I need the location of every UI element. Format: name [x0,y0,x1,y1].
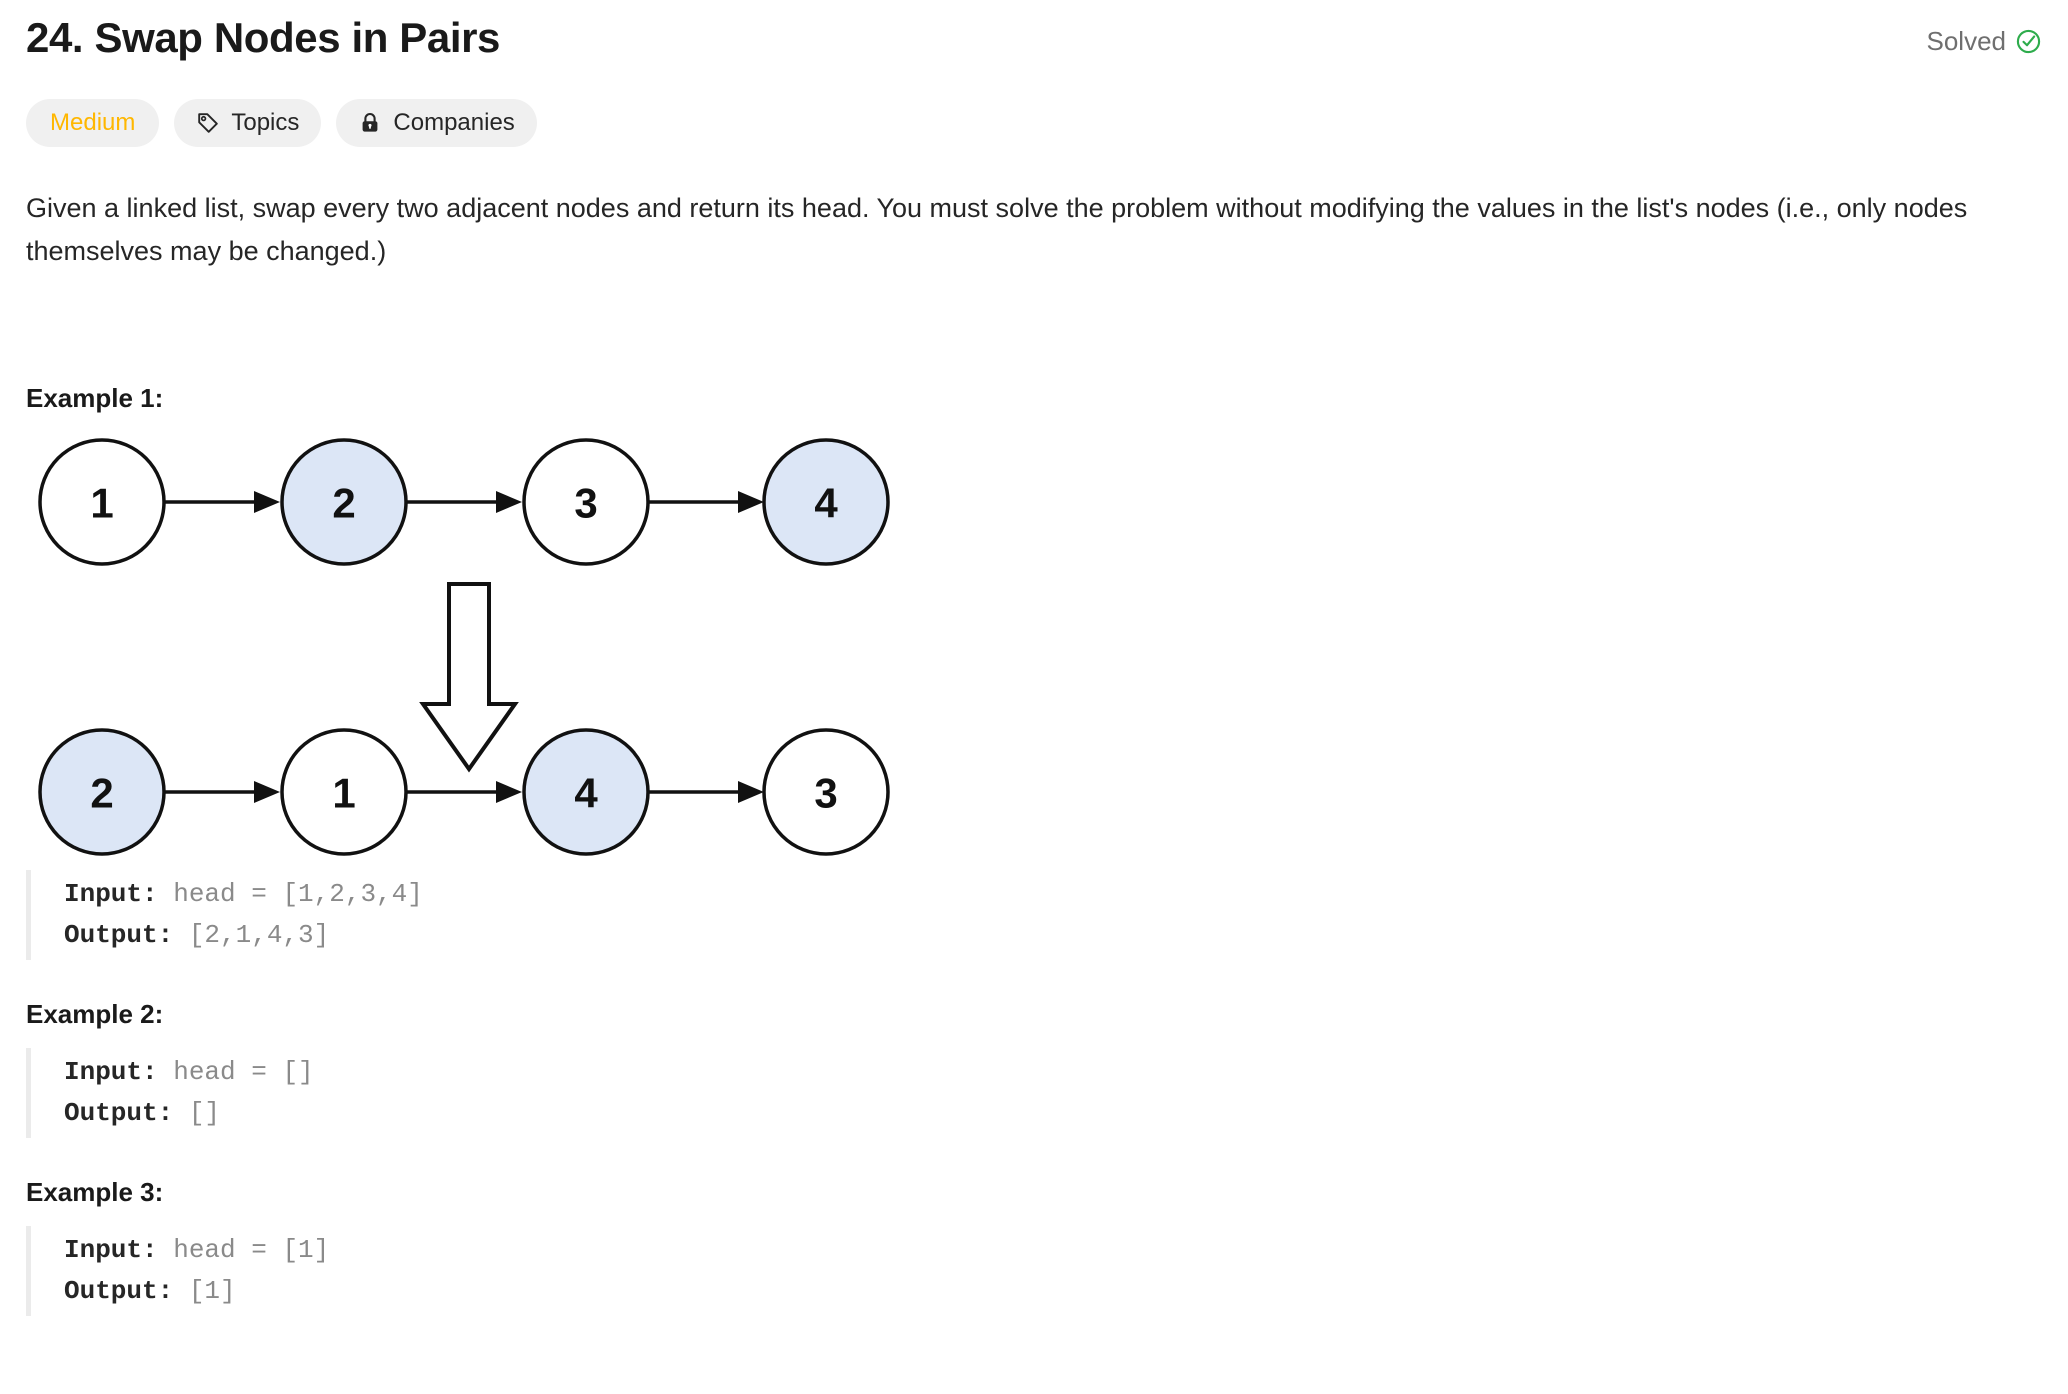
page-title: 24. Swap Nodes in Pairs [26,14,500,61]
node-bottom-2-label: 4 [574,770,598,817]
linked-list-diagram: 1 2 3 4 2 [26,436,906,857]
status-label: Solved [1926,26,2007,56]
example-1-input-value: head = [1,2,3,4] [157,879,423,910]
node-bottom-2 [522,728,650,857]
example-2-input-value: head = [] [157,1057,314,1088]
topics-badge[interactable]: Topics [174,99,322,148]
example-2-heading: Example 2: [26,999,164,1030]
example-1-input-label: Input: [64,879,158,910]
node-top-3 [762,438,890,567]
difficulty-badge[interactable]: Medium [26,99,160,148]
node-bottom-3 [762,728,890,857]
bottom-row-edges [164,781,764,804]
header: 24. Swap Nodes in Pairs Solved [26,0,2042,62]
topics-label: Topics [231,109,300,137]
example-2-output-value: [] [173,1098,221,1129]
node-bottom-0 [38,728,166,857]
companies-label: Companies [393,109,515,137]
example-3-output-label: Output: [64,1276,174,1307]
example-3-code: Input: head = [1] Output: [1] [26,1226,2042,1317]
tag-icon [198,113,219,134]
status-badge: Solved [1927,14,2043,57]
node-bottom-3-label: 3 [814,770,837,817]
node-top-1 [280,438,408,567]
example-1-heading: Example 1: [26,383,164,414]
node-bottom-0-label: 2 [90,770,113,817]
example-2-output-label: Output: [64,1098,174,1129]
node-bottom-1 [280,728,408,857]
example-1-output-value: [2,1,4,3] [173,920,330,951]
example-1-output-label: Output: [64,920,174,951]
node-top-2-label: 3 [574,480,597,527]
node-top-0 [38,438,166,567]
example-3-heading: Example 3: [26,1177,164,1208]
example-3-input-value: head = [1] [157,1235,330,1266]
example-1-code: Input: head = [1,2,3,4] Output: [2,1,4,3… [26,870,2042,961]
lock-icon [362,113,378,132]
top-row-edges [164,491,764,514]
node-top-3-label: 4 [814,480,838,527]
node-top-0-label: 1 [90,480,113,527]
bottom-row-nodes: 2 1 4 3 [38,728,890,857]
node-bottom-1-label: 1 [332,770,355,817]
companies-badge[interactable]: Companies [336,99,537,148]
node-top-2 [522,438,650,567]
example-2-code: Input: head = [] Output: [] [26,1048,2042,1139]
check-circle-icon [2016,29,2041,54]
difficulty-label: Medium [50,109,136,137]
badge-row: Medium Topics Companies [26,99,2042,148]
linked-list-svg: 1 2 3 4 2 [38,438,890,857]
example-2-input-label: Input: [64,1057,158,1088]
example-3-output-value: [1] [173,1276,236,1307]
down-arrow-icon [419,582,519,773]
top-row-nodes: 1 2 3 4 [38,438,890,567]
example-3-input-label: Input: [64,1235,158,1266]
node-top-1-label: 2 [332,480,355,527]
problem-statement: Given a linked list, swap every two adja… [26,193,1968,267]
